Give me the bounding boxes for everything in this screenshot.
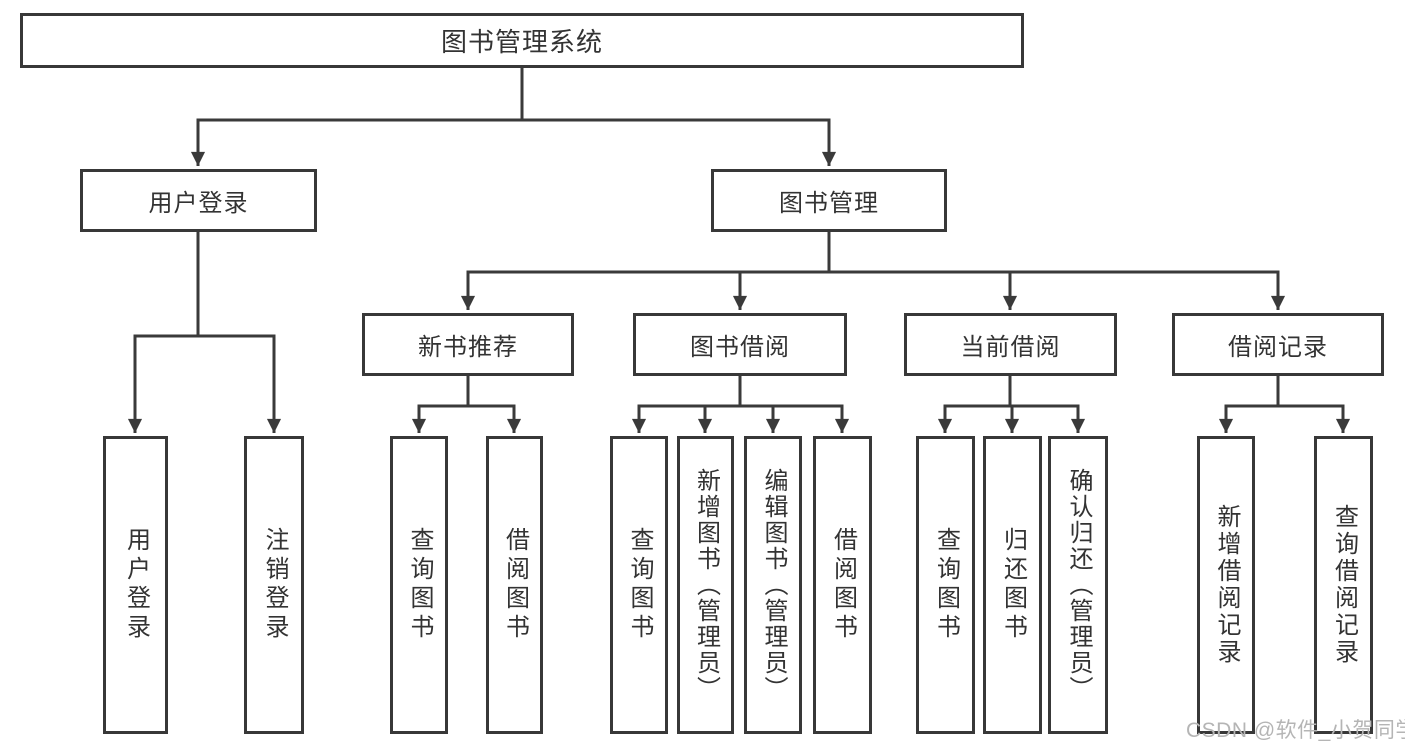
node-leaf-user-login: 用户登录 bbox=[103, 436, 168, 734]
leaf-label: 确认归还（管理员） bbox=[1065, 468, 1092, 702]
leaf-label: 查询图书 bbox=[406, 527, 433, 643]
node-leaf-borrow-books-1: 借阅图书 bbox=[486, 436, 543, 734]
node-leaf-query-books-1: 查询图书 bbox=[390, 436, 448, 734]
leaf-label: 借阅图书 bbox=[829, 527, 857, 643]
leaf-label: 归还图书 bbox=[999, 527, 1027, 643]
leaf-label: 查询图书 bbox=[932, 527, 960, 643]
node-borrowing-records: 借阅记录 bbox=[1172, 313, 1384, 376]
node-leaf-query-books-2: 查询图书 bbox=[610, 436, 668, 734]
node-leaf-add-borrow-record: 新增借阅记录 bbox=[1197, 436, 1255, 734]
node-leaf-borrow-books-2: 借阅图书 bbox=[813, 436, 872, 734]
leaf-label: 新增图书（管理员） bbox=[692, 468, 720, 702]
node-current-borrowing: 当前借阅 bbox=[904, 313, 1117, 376]
node-new-book-recommend: 新书推荐 bbox=[362, 313, 574, 376]
leaf-label: 用户登录 bbox=[122, 527, 150, 643]
node-leaf-return-books: 归还图书 bbox=[983, 436, 1042, 734]
watermark: CSDN @软件_小贺同学 bbox=[1186, 719, 1405, 742]
leaf-label: 编辑图书（管理员） bbox=[760, 468, 787, 702]
leaf-label: 借阅图书 bbox=[501, 527, 529, 643]
node-leaf-edit-books-admin: 编辑图书（管理员） bbox=[744, 436, 802, 734]
node-leaf-confirm-return-admin: 确认归还（管理员） bbox=[1048, 436, 1108, 734]
node-user-login: 用户登录 bbox=[80, 169, 317, 232]
node-leaf-query-borrow-record: 查询借阅记录 bbox=[1314, 436, 1373, 734]
node-library-system: 图书管理系统 bbox=[20, 13, 1024, 68]
node-book-management: 图书管理 bbox=[711, 169, 947, 232]
leaf-label: 注销登录 bbox=[261, 527, 288, 643]
node-leaf-query-books-3: 查询图书 bbox=[916, 436, 975, 734]
leaf-label: 新增借阅记录 bbox=[1213, 504, 1240, 666]
node-leaf-logout: 注销登录 bbox=[244, 436, 304, 734]
leaf-label: 查询借阅记录 bbox=[1330, 504, 1358, 666]
node-leaf-add-books-admin: 新增图书（管理员） bbox=[677, 436, 734, 734]
leaf-label: 查询图书 bbox=[626, 527, 653, 643]
node-book-borrowing: 图书借阅 bbox=[633, 313, 847, 376]
